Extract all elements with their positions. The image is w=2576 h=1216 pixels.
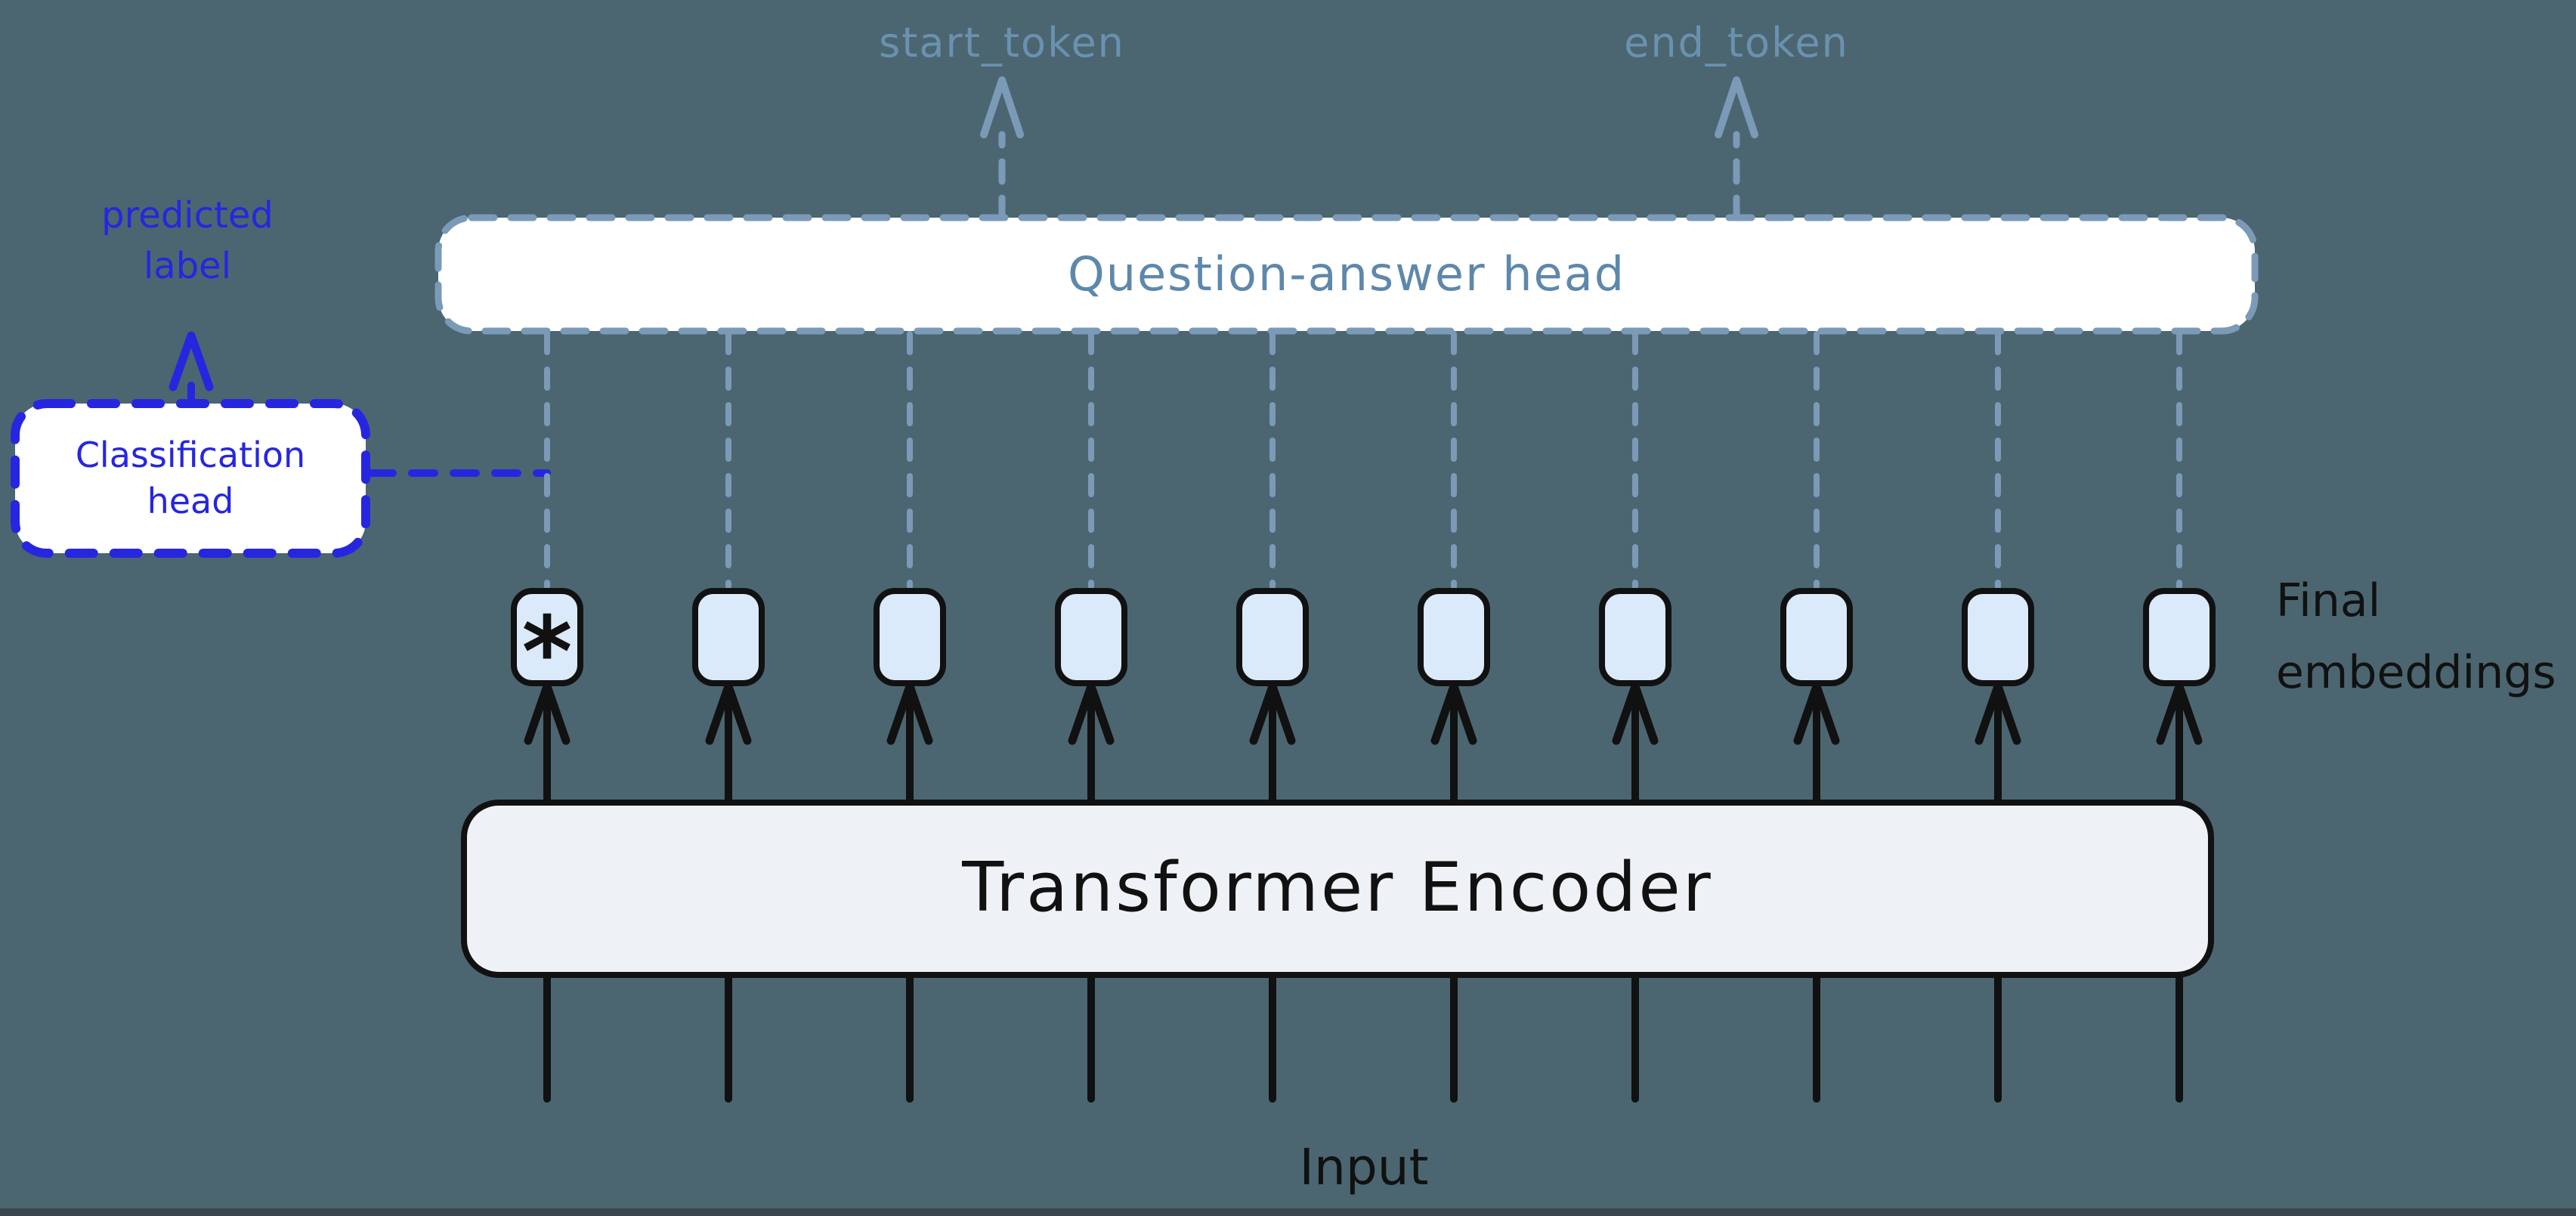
transformer-encoder-label: Transformer Encoder [962,848,1713,927]
embedding-chip [1236,588,1309,686]
embedding-chip [692,588,765,686]
embedding-chip [2143,588,2216,686]
question-answer-head-label: Question-answer head [1067,246,1626,302]
question-answer-head-box [434,214,2259,335]
classification-head-label: Classification head [75,435,306,521]
embedding-chip [1418,588,1490,686]
predicted-label-text: predicted label [101,194,274,288]
embedding-chip [1962,588,2034,686]
end-token-label: end_token [1624,19,1849,67]
cls-token-asterisk: * [521,596,573,709]
input-label: Input [1299,1138,1429,1196]
screenshot-bottom-edge [0,1208,2576,1216]
embedding-chip [511,588,583,686]
final-embeddings-label: Final embeddings [2276,574,2556,699]
end-token-arrowhead [1715,76,1758,138]
start-token-arrowhead [980,76,1024,138]
embedding-chip [874,588,946,686]
predicted-label-arrowhead [169,331,214,391]
start-token-label: start_token [879,19,1125,67]
embedding-chip [1780,588,1853,686]
transformer-encoder-box [461,800,2214,978]
embedding-chip [1599,588,1671,686]
embedding-chip [1055,588,1127,686]
